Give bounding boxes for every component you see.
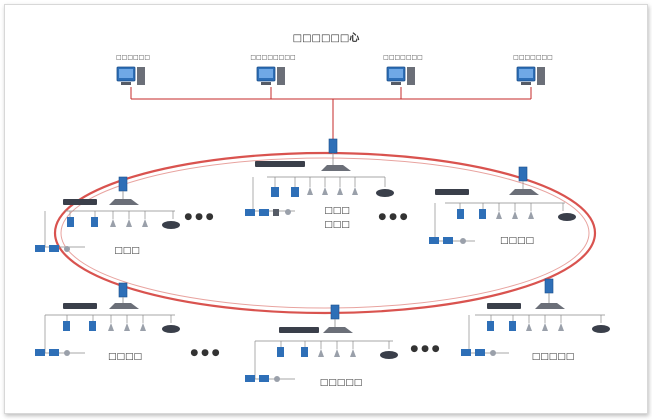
station-label-right-bottom: □□□□□ [532,352,575,362]
device-icon [461,349,471,356]
station-cluster-left-bottom [35,297,180,356]
device-icon [490,350,496,356]
device-icon [49,245,59,252]
switch-icon [63,199,97,205]
station-cluster-right-top [429,181,576,244]
device-icon [35,349,45,356]
ring-node-icon [328,138,338,154]
fiber-ring-inner [60,157,590,309]
device-icon [475,349,485,356]
device-icon [259,375,269,382]
station-label-right-top: □□□□ [500,236,534,246]
server-workstation-icon [116,66,145,85]
station-cluster-right-bottom [461,293,610,356]
switch-icon [279,327,319,333]
terminal-icon [271,187,279,197]
terminal-icon [509,321,516,331]
device-icon [245,375,255,382]
ellipsis-right-top: ● ● ● [378,212,407,222]
phone-icon [526,323,564,331]
device-icon [259,209,269,216]
device-icon [443,237,453,244]
server-workstation-icon [256,66,285,85]
terminal-icon [479,209,486,219]
diagram-frame: □□□□□□心 □□□□□□ □□□□□□□□ □□□□□□□ □□□□□□□ [4,4,648,414]
device-icon [49,349,59,356]
ellipsis-left-bottom: ● ● ● [190,348,219,358]
phone-icon [496,211,534,219]
server-workstation-icon [516,66,545,85]
phone-icon [110,219,148,227]
speaker-icon [558,213,576,221]
switch-icon [435,189,469,195]
speaker-icon [162,325,180,333]
server-label-2: □□□□□□□□ [250,54,295,61]
station-label-left-bottom: □□□□ [108,352,142,362]
center-label-1: □□□ [324,206,350,216]
ring-node-icon [118,282,128,298]
terminal-icon [89,321,96,331]
station-cluster-left-top [35,191,180,252]
speaker-icon [162,221,180,229]
ellipsis-center-bottom: ● ● ● [410,344,439,354]
switch-icon [63,303,97,309]
server-label-4: □□□□□□□ [513,54,553,61]
speaker-icon [592,325,610,333]
terminal-icon [277,347,284,357]
server-label-3: □□□□□□□ [383,54,423,61]
device-icon [460,238,466,244]
ellipsis-left-top: ● ● ● [184,212,213,222]
server-workstation-icon [386,66,415,85]
ring-node-icon [544,278,554,294]
station-label-left-top: □□□ [114,246,140,256]
terminal-icon [457,209,464,219]
speaker-icon [380,351,398,359]
device-icon [245,209,255,216]
device-icon [429,237,439,244]
station-label-center-bottom: □□□□□ [320,378,363,388]
switch-icon [487,303,521,309]
device-icon [64,350,70,356]
ring-node-icon [118,176,128,192]
ring-node-icon [330,304,340,320]
terminal-icon [91,217,98,227]
diagram-title: □□□□□□心 [293,32,360,44]
terminal-icon [63,321,70,331]
terminal-icon [67,217,74,227]
terminal-icon [487,321,494,331]
server-label-1: □□□□□□ [116,54,150,61]
phone-icon [307,187,358,195]
network-diagram: □□□□□□心 □□□□□□ □□□□□□□□ □□□□□□□ □□□□□□□ [35,32,610,388]
device-icon [274,376,280,382]
device-icon [64,246,70,252]
station-cluster-center-top [245,153,394,216]
device-icon [285,209,291,215]
fiber-ring [53,151,597,315]
station-cluster-center-bottom [245,319,398,382]
phone-icon [318,349,356,357]
phone-icon [108,323,146,331]
switch-icon [255,161,305,167]
speaker-icon [376,189,394,197]
trunk-bus [130,87,532,141]
device-icon [35,245,45,252]
ring-node-icon [518,166,528,182]
device-icon [273,209,279,216]
terminal-icon [291,187,299,197]
terminal-icon [301,347,308,357]
center-label-2: □□□ [324,220,350,230]
